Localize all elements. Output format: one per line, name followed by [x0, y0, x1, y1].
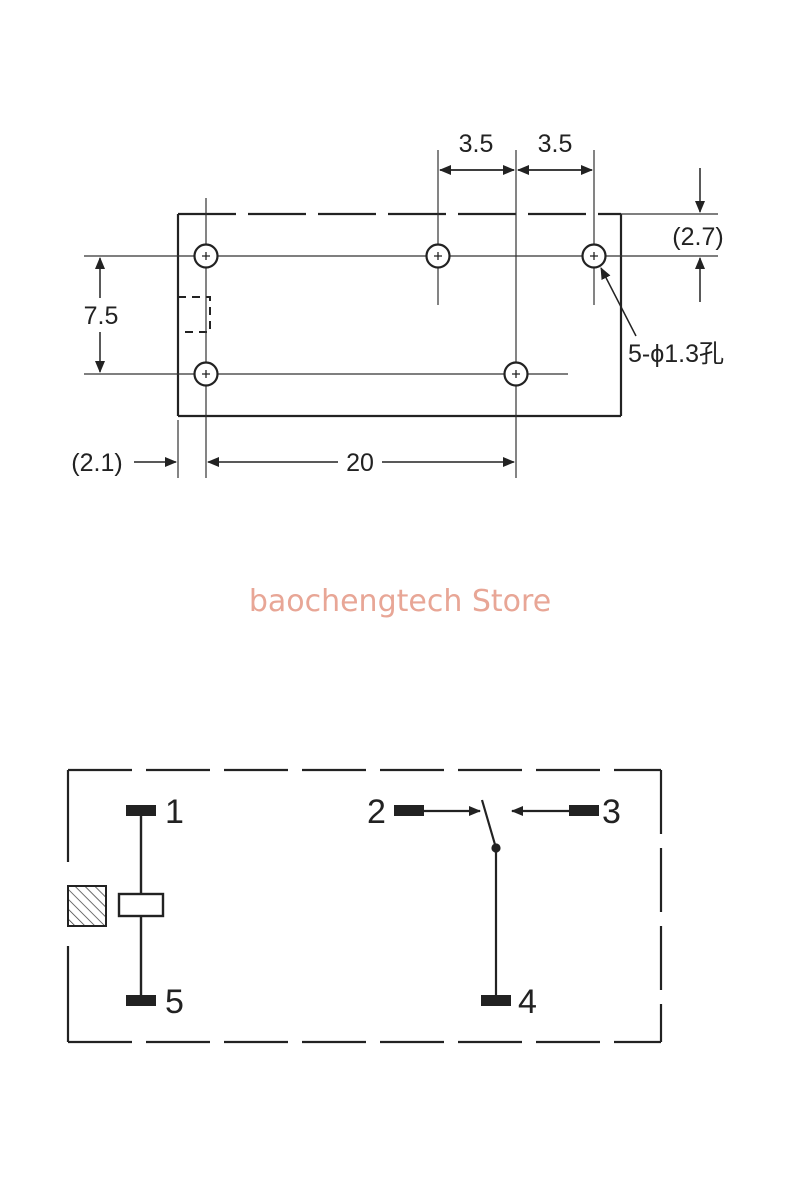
- hole-icon: [425, 243, 451, 269]
- dim-edge-offset-top: (2.7): [672, 223, 723, 251]
- center-lines: [84, 150, 718, 478]
- dim-edge-offset-left: (2.1): [71, 449, 122, 477]
- relay-schematic: 1 5 2 3 4: [66, 768, 663, 1044]
- schematic-outline: [66, 768, 663, 1044]
- pin-2-label: 2: [367, 793, 386, 831]
- hole-icon: [193, 243, 219, 269]
- pin-1-pad: [126, 805, 156, 816]
- hole-callout: 5-ϕ1.3孔: [628, 340, 724, 368]
- dim-span: 20: [346, 449, 374, 477]
- pin-pads: [126, 805, 599, 1006]
- pin-1-label: 1: [165, 793, 184, 831]
- store-watermark: baochengtech Store: [249, 584, 551, 619]
- pin-2-pad: [394, 805, 424, 816]
- hole-icon: [503, 361, 529, 387]
- contact-switch: [424, 799, 569, 998]
- hatched-key-icon: [67, 885, 107, 927]
- pin-3-pad: [569, 805, 599, 816]
- hole-icon: [581, 243, 607, 269]
- coil-symbol: [117, 814, 165, 998]
- pin-holes: [193, 243, 607, 387]
- pcb-footprint: 3.5 3.5 (2.7) 7.5 5-ϕ1.3孔 (2.1) 20: [71, 130, 724, 478]
- footprint-outline: [176, 212, 623, 418]
- dim-pitch-right: 3.5: [538, 130, 573, 158]
- pin-4-label: 4: [518, 983, 537, 1021]
- hole-icon: [193, 361, 219, 387]
- pin-4-pad: [481, 995, 511, 1006]
- pin-3-label: 3: [602, 793, 621, 831]
- dim-row-spacing: 7.5: [84, 302, 119, 330]
- hole-callout-leader: [600, 267, 637, 337]
- pin-5-label: 5: [165, 983, 184, 1021]
- dim-pitch-left: 3.5: [459, 130, 494, 158]
- pin-5-pad: [126, 995, 156, 1006]
- key-marker-outline: [177, 296, 211, 333]
